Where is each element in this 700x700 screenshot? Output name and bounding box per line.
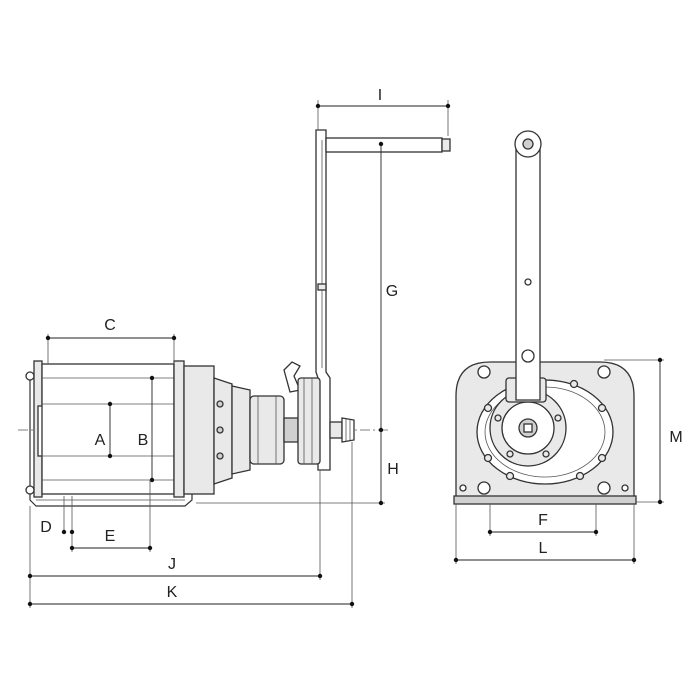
front-foot	[453, 495, 637, 505]
dim-label-h: H	[387, 461, 399, 478]
mounting-bolts	[459, 365, 629, 495]
bell-housing	[231, 385, 251, 475]
dim-label-l: L	[539, 540, 548, 557]
gear-housing	[183, 365, 215, 495]
brake-housing	[249, 395, 285, 465]
front-handle-pivot	[522, 138, 534, 150]
handle-grip	[325, 137, 443, 153]
dim-label-d: D	[40, 519, 52, 536]
right-flange	[173, 360, 185, 498]
input-shaft	[329, 421, 343, 439]
dim-label-b: B	[138, 432, 149, 449]
dim-label-f: F	[538, 512, 548, 529]
front-view	[453, 130, 637, 505]
dim-label-j: J	[168, 556, 176, 573]
dim-label-c: C	[104, 317, 116, 334]
cable-drum	[41, 363, 175, 495]
dimension-lines	[27, 100, 664, 608]
dim-label-a: A	[95, 432, 106, 449]
shaft-knob	[341, 417, 355, 443]
pinion-hub	[297, 377, 321, 465]
ratchet-pawl	[283, 361, 301, 393]
dim-label-m: M	[669, 429, 682, 446]
dim-label-k: K	[167, 584, 178, 601]
dim-label-g: G	[386, 283, 398, 300]
dim-label-e: E	[105, 528, 116, 545]
dim-label-i: I	[378, 87, 382, 104]
dimension-labels: I G H C A B D E J K M F L	[40, 87, 682, 601]
side-view	[18, 129, 451, 507]
